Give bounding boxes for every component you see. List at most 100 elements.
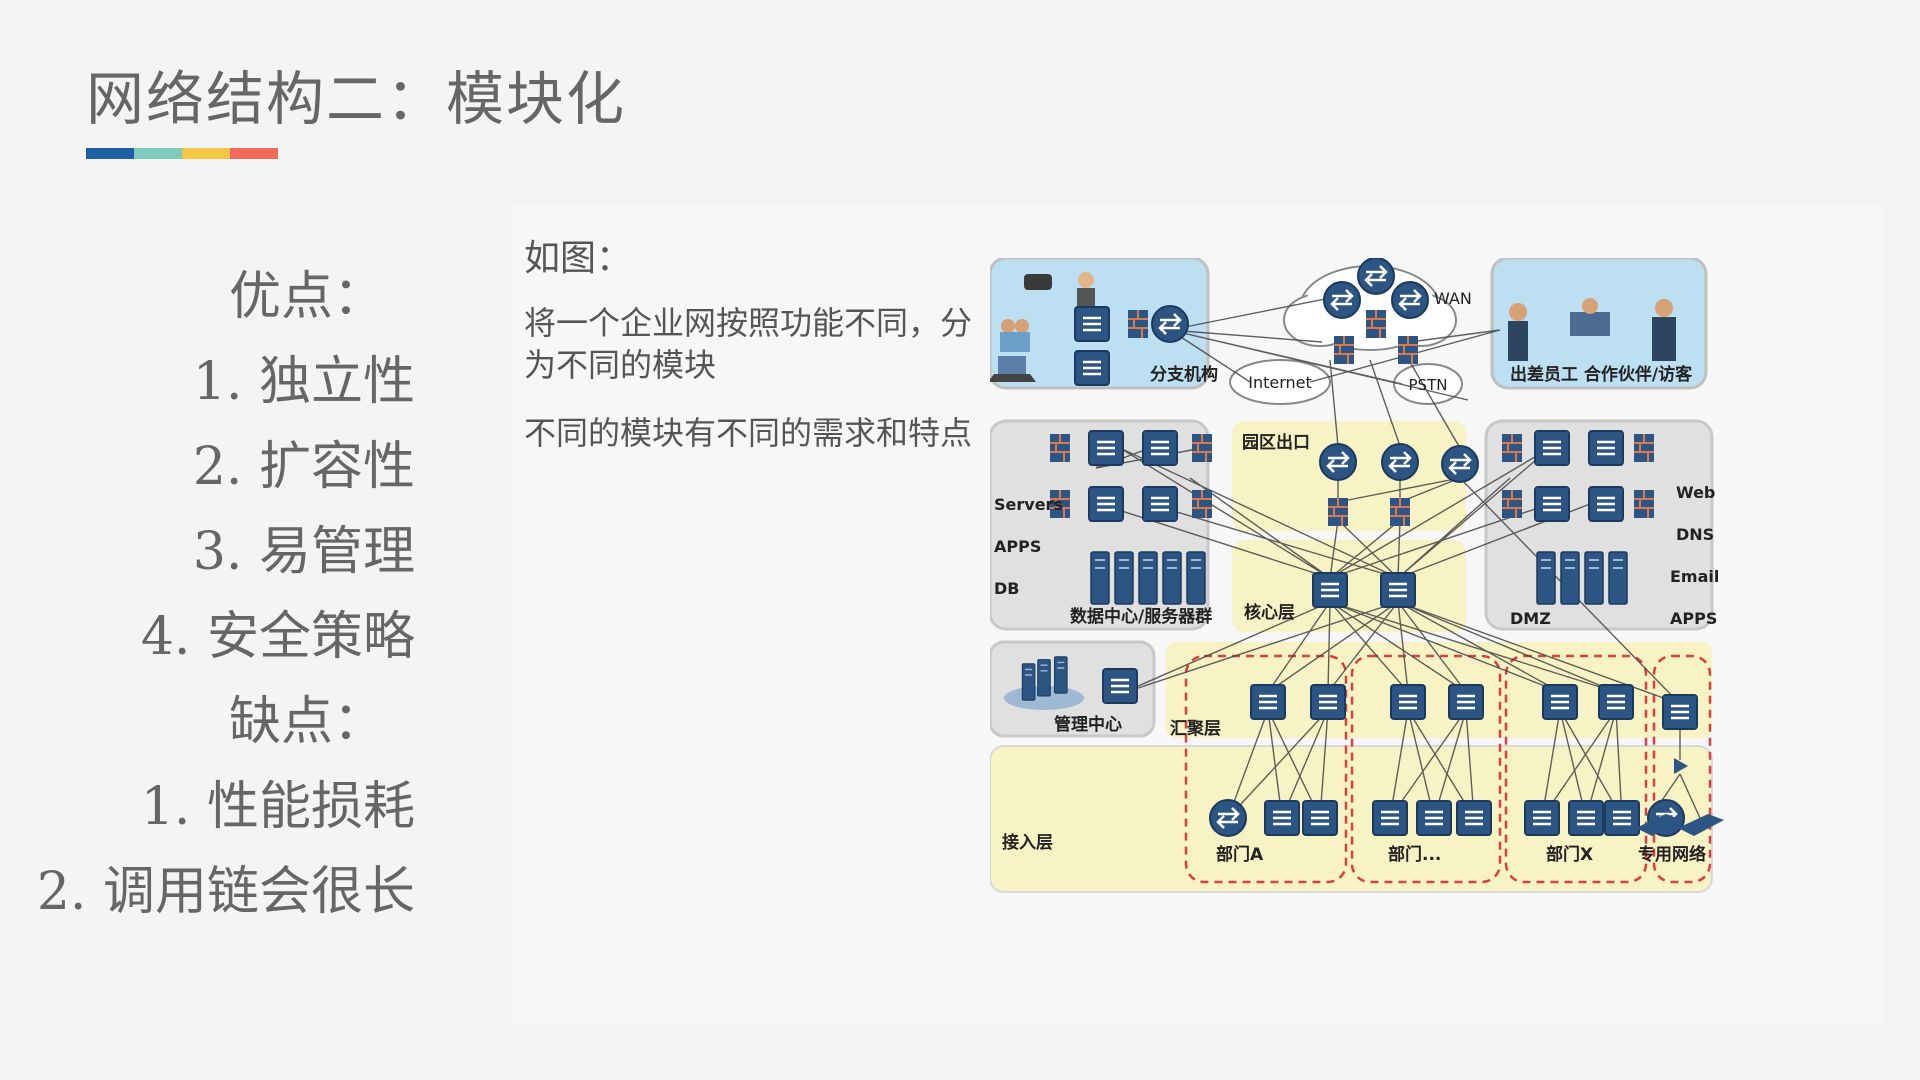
access-switch-icon	[1603, 799, 1641, 837]
traveler-icon	[1508, 303, 1528, 361]
server-icon	[1186, 551, 1206, 605]
dmz-web-label: Web	[1676, 483, 1715, 502]
wan-router-icon	[1390, 280, 1430, 320]
cons-header: 缺点：	[228, 692, 385, 752]
panel-text: 如图： 将一个企业网按照功能不同，分为不同的模块 不同的模块有不同的需求和特点	[524, 238, 984, 480]
dept-x-frame	[1504, 654, 1648, 884]
agg-switch-icon	[1597, 683, 1635, 721]
dept-x-label: 部门X	[1546, 844, 1593, 865]
dmz-server-icon	[1536, 551, 1556, 605]
mgmt-servers-icon	[1004, 656, 1084, 710]
dmz-firewall-icon	[1501, 433, 1523, 463]
pstn-label: PSTN	[1409, 376, 1448, 394]
internet-label: Internet	[1248, 373, 1312, 392]
dmz-switch-icon	[1587, 485, 1625, 523]
pros-header: 优点：	[228, 267, 385, 327]
branch-switch-icon	[1073, 305, 1111, 343]
user-icon	[1077, 272, 1095, 306]
dmz-server-icon	[1560, 551, 1580, 605]
access-ap-icon	[1455, 799, 1493, 837]
visitor-icon	[1652, 299, 1676, 361]
wan-router-icon	[1322, 280, 1362, 320]
db-label: DB	[994, 579, 1019, 598]
exit-router-icon	[1380, 442, 1420, 482]
exit-firewall-icon	[1327, 497, 1349, 527]
dept-more-frame	[1350, 654, 1502, 884]
agg-switch-icon	[1249, 683, 1287, 721]
campus-exit-label: 园区出口	[1242, 432, 1310, 453]
access-switch-icon	[1371, 799, 1409, 837]
dmz-server-icon	[1584, 551, 1604, 605]
accent-blue	[86, 148, 134, 159]
aggregation-label: 汇聚层	[1170, 719, 1221, 739]
dc-switch-icon	[1141, 429, 1179, 467]
wan-firewall-icon	[1397, 335, 1419, 365]
wan-firewall-icon	[1365, 309, 1387, 339]
dmz-switch-icon	[1533, 429, 1571, 467]
core-switch-icon	[1311, 571, 1349, 609]
branch-firewall-icon	[1127, 309, 1149, 339]
accent-teal	[134, 148, 182, 159]
dmz-email-label: Email	[1670, 567, 1719, 586]
dmz-switch-icon	[1533, 485, 1571, 523]
mgmt-label: 管理中心	[1054, 714, 1122, 735]
access-ap-icon	[1523, 799, 1561, 837]
access-switch-icon	[1301, 799, 1339, 837]
dmz-apps-label: APPS	[1670, 609, 1717, 628]
connection-lines	[1095, 297, 1701, 819]
exit-router-icon	[1318, 442, 1358, 482]
partner-icon	[1570, 298, 1610, 336]
branch-label: 分支机构	[1150, 364, 1218, 385]
pro-item-2: 2. 扩容性	[192, 437, 415, 497]
content-panel: 如图： 将一个企业网按照功能不同，分为不同的模块 不同的模块有不同的需求和特点	[512, 206, 1882, 1024]
private-firewall-icon	[1674, 758, 1688, 774]
dc-switch-icon	[1087, 429, 1125, 467]
exit-firewall-icon	[1389, 497, 1411, 527]
internet-cloud	[1229, 359, 1331, 405]
agg-switch-icon	[1389, 683, 1427, 721]
accent-yellow	[182, 148, 230, 159]
access-switch-icon	[1415, 799, 1453, 837]
wan-label: WAN	[1434, 289, 1472, 308]
access-router-icon	[1208, 798, 1248, 838]
servers-label: Servers	[994, 495, 1063, 514]
access-label: 接入层	[1002, 832, 1053, 853]
agg-switch-icon	[1541, 683, 1579, 721]
panel-paragraph-1: 将一个企业网按照功能不同，分为不同的模块	[524, 304, 973, 384]
agg-switch-icon	[1447, 683, 1485, 721]
mgmt-switch-icon	[1101, 667, 1139, 705]
apps-label: APPS	[994, 537, 1041, 556]
con-item-1: 1. 性能损耗	[140, 777, 415, 837]
private-net-frame	[1652, 654, 1712, 884]
core-switch-icon	[1379, 571, 1417, 609]
branch-router-icon	[1150, 304, 1190, 344]
panel-paragraph-2: 不同的模块有不同的需求和特点	[524, 414, 973, 452]
pro-item-4: 4. 安全策略	[140, 607, 415, 667]
agg-switch-icon	[1309, 683, 1347, 721]
phone-icon	[1024, 274, 1052, 290]
server-icon	[1162, 551, 1182, 605]
dc-switch-icon	[1141, 485, 1179, 523]
dc-firewall-icon	[1049, 433, 1071, 463]
private-gateway-icon	[1661, 693, 1699, 731]
dmz-switch-icon	[1587, 429, 1625, 467]
laptop-icon	[990, 356, 1036, 382]
exit-router-icon	[1440, 444, 1480, 484]
dmz-server-icon	[1608, 551, 1628, 605]
dmz-firewall-icon	[1633, 489, 1655, 519]
server-icon	[1114, 551, 1134, 605]
branch-ap-icon	[1073, 349, 1111, 387]
access-switch-icon	[1567, 799, 1605, 837]
dc-firewall-icon	[1191, 489, 1213, 519]
dept-a-label: 部门A	[1216, 844, 1264, 865]
pros-cons-list: 优点： 1. 独立性 2. 扩容性 3. 易管理 4. 安全策略 缺点： 1. …	[37, 255, 415, 935]
pro-item-1: 1. 独立性	[192, 352, 415, 412]
core-label: 核心层	[1244, 602, 1295, 623]
server-icon	[1138, 551, 1158, 605]
pro-item-3: 3. 易管理	[192, 522, 415, 582]
dmz-dns-label: DNS	[1676, 525, 1714, 544]
con-item-2: 2. 调用链会很长	[36, 862, 415, 922]
wan-firewall-icon	[1333, 335, 1355, 365]
dmz-firewall-icon	[1633, 433, 1655, 463]
dc-switch-icon	[1087, 485, 1125, 523]
